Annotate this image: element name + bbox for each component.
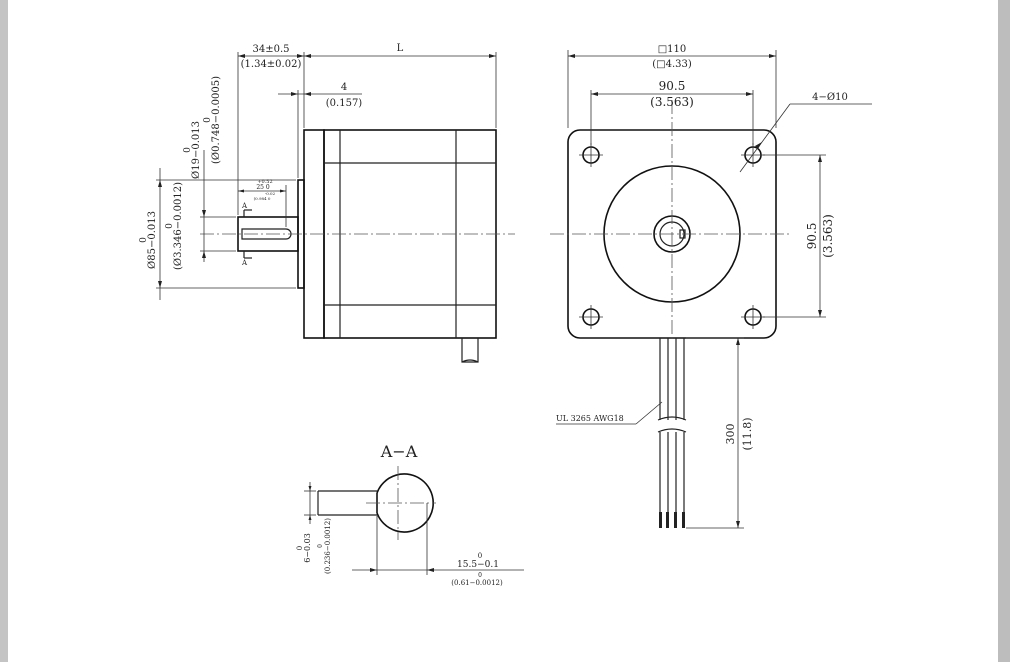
dim-shaft-dia-in-tol: 0 bbox=[203, 117, 213, 123]
dim-flange-size: □110 bbox=[658, 44, 687, 55]
dim-key-width: 6−0.03 bbox=[303, 533, 312, 563]
dim-key-tol-bottom: -0.02 bbox=[265, 191, 276, 196]
dim-hole-spacing-h: 90.5 bbox=[659, 79, 686, 93]
dim-shaft-dia-tol: 0 bbox=[183, 147, 193, 153]
dim-key-tol-top: +0.52 bbox=[257, 179, 272, 185]
dim-pilot-dia-in: (Ø3.346−0.0012) bbox=[173, 182, 184, 270]
side-view: A A 34±0.5 (1.34±0.02) L 4 (0.157) 0 Ø19… bbox=[139, 43, 515, 363]
dim-flat-in-tol: 0 bbox=[478, 572, 482, 579]
dim-key-width-tol: 0 bbox=[296, 546, 304, 550]
lead-tip-4 bbox=[682, 512, 685, 528]
dim-flange-thickness-in: (1.34±0.02) bbox=[241, 59, 302, 70]
dim-hole-spacing-v: 90.5 bbox=[805, 223, 819, 250]
cable-leads bbox=[657, 338, 687, 528]
side-keyway bbox=[241, 228, 292, 240]
dim-flange-thickness: 34±0.5 bbox=[252, 44, 289, 55]
cable-break-top bbox=[657, 416, 687, 421]
dim-holes: 4−Ø10 bbox=[812, 92, 848, 103]
cable-break-bottom bbox=[657, 428, 687, 433]
dim-flat-in: (0.61−0.0012) bbox=[451, 579, 503, 587]
dim-flat: 15.5−0.1 bbox=[457, 560, 499, 570]
section-mark-top: A bbox=[241, 202, 248, 210]
dim-flat-tol: 0 bbox=[478, 552, 482, 560]
dim-key-length-in: (0.984 0 bbox=[254, 196, 271, 201]
section-title: A−A bbox=[380, 442, 418, 461]
dim-shaft-dia: Ø19−0.013 bbox=[191, 121, 202, 179]
lead-tip-2 bbox=[666, 512, 669, 528]
dim-pilot-dia: Ø85−0.013 bbox=[147, 211, 158, 269]
leader-holes bbox=[739, 103, 791, 173]
left-frame-bar bbox=[0, 0, 8, 662]
dim-lead-length: 300 bbox=[724, 424, 737, 445]
dim-key-width-in: (0.236−0.0012) bbox=[324, 518, 332, 574]
mounting-holes bbox=[579, 143, 765, 329]
dim-pilot-dia-in-tol: 0 bbox=[165, 223, 175, 229]
cable-spec: UL 3265 AWG18 bbox=[556, 414, 624, 423]
dim-shaft-dia-in: (Ø0.748−0.0005) bbox=[211, 76, 222, 164]
front-view: □110 (□4.33) 90.5 (3.563) 4−Ø10 90.5 (3.… bbox=[550, 44, 872, 529]
dim-flange-size-in: (□4.33) bbox=[652, 59, 692, 70]
dim-key-length: 25 0 bbox=[256, 184, 270, 191]
dim-hole-spacing-h-in: (3.563) bbox=[650, 95, 694, 109]
side-cable-stub bbox=[461, 338, 479, 363]
section-mark-bottom: A bbox=[241, 259, 248, 267]
dim-hole-spacing-v-in: (3.563) bbox=[821, 214, 835, 258]
leader-cable bbox=[635, 401, 663, 425]
lead-tip-1 bbox=[659, 512, 662, 528]
dim-pilot-dia-tol: 0 bbox=[139, 237, 149, 243]
dim-key-width-in-tol: 0 bbox=[317, 544, 324, 548]
side-cable-break bbox=[461, 359, 479, 363]
dim-pilot-depth-in: (0.157) bbox=[326, 98, 363, 109]
dim-lead-length-in: (11.8) bbox=[741, 417, 754, 450]
dim-body-length: L bbox=[397, 43, 404, 54]
dim-pilot-depth: 4 bbox=[341, 82, 347, 93]
section-view: A−A 0 6−0.03 0 (0.236−0.0012) 0 15.5−0.1… bbox=[296, 442, 524, 587]
lead-tip-3 bbox=[674, 512, 677, 528]
right-frame-bar bbox=[998, 0, 1010, 662]
